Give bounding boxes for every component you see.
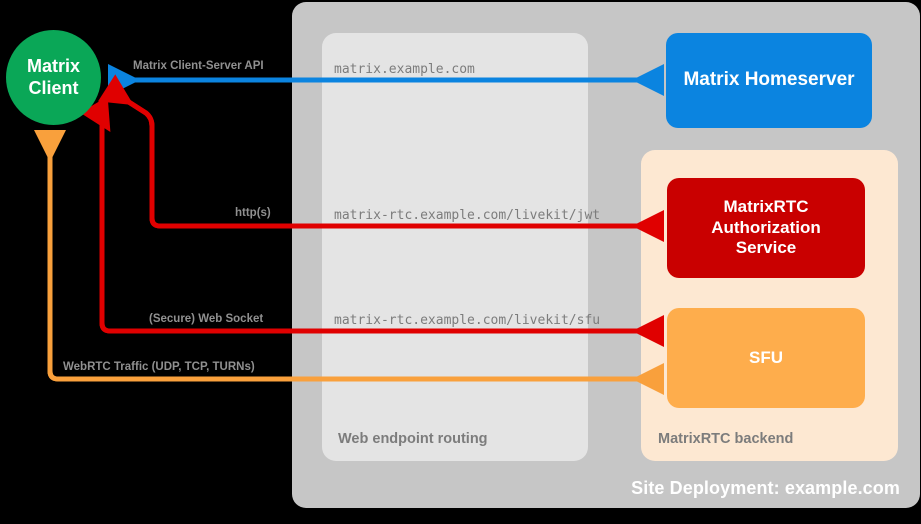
auth-service-label: MatrixRTC Authorization Service bbox=[711, 197, 821, 258]
sfu-label: SFU bbox=[749, 347, 783, 367]
edge-label-https: http(s) bbox=[235, 207, 271, 219]
matrix-client-label-line1: Matrix bbox=[26, 56, 80, 77]
auth-service-label-line1: MatrixRTC bbox=[723, 197, 809, 217]
auth-service-label-line3: Service bbox=[735, 238, 797, 258]
web-endpoint-routing-label: Web endpoint routing bbox=[338, 431, 488, 447]
edge-label-matrix-client-server-api: Matrix Client-Server API bbox=[133, 60, 264, 72]
auth-service-label-line2: Authorization bbox=[711, 217, 821, 237]
endpoint-label-livekit-sfu: matrix-rtc.example.com/livekit/sfu bbox=[334, 313, 601, 328]
node-sfu[interactable]: SFU bbox=[667, 308, 865, 408]
node-matrix-homeserver[interactable]: Matrix Homeserver bbox=[666, 33, 872, 128]
endpoint-label-matrix: matrix.example.com bbox=[334, 62, 475, 77]
matrix-homeserver-label: Matrix Homeserver bbox=[683, 69, 855, 91]
web-endpoint-routing-container: Web endpoint routing bbox=[322, 33, 588, 461]
edge-label-webrtc-traffic: WebRTC Traffic (UDP, TCP, TURNs) bbox=[63, 361, 255, 373]
endpoint-label-livekit-jwt: matrix-rtc.example.com/livekit/jwt bbox=[334, 208, 601, 223]
node-matrix-client[interactable]: Matrix Client bbox=[6, 30, 101, 125]
matrixrtc-backend-label: MatrixRTC backend bbox=[658, 431, 794, 447]
site-deployment-label: Site Deployment: example.com bbox=[631, 478, 900, 498]
matrix-client-label-line2: Client bbox=[28, 77, 79, 98]
edge-label-secure-websocket: (Secure) Web Socket bbox=[149, 313, 264, 325]
node-matrixrtc-authorization-service[interactable]: MatrixRTC Authorization Service bbox=[667, 178, 865, 278]
